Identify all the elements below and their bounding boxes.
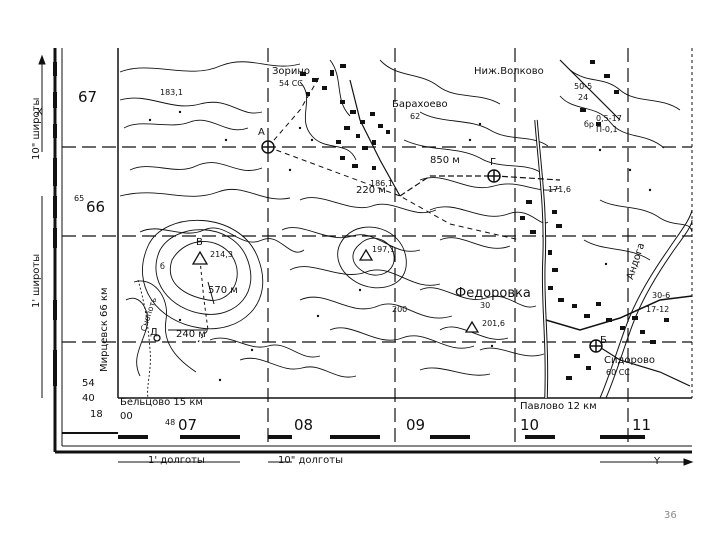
settlement-fedorovka-note: 30 — [480, 301, 491, 310]
ford-label-3: 0,5-17 — [596, 114, 622, 123]
point-v-label: В — [196, 237, 203, 248]
distance-arrows — [168, 281, 215, 331]
ford-label-7: 17-12 — [646, 305, 670, 314]
grid-col-09: 09 — [406, 416, 426, 434]
grid-col-11: 11 — [632, 416, 652, 434]
point-a-label: А — [258, 127, 265, 138]
grid-row-66: 66 — [86, 198, 106, 216]
grid-row-66-small: 65 — [74, 194, 85, 203]
elevation-183: 183,1 — [160, 88, 183, 97]
settlement-barakhovo: Барахоево — [392, 99, 448, 110]
margin-beltsovo: Бельцово 15 км — [120, 397, 203, 408]
margin-lat-1: 1' широты — [31, 253, 42, 308]
axis-x-label: X — [36, 107, 43, 118]
settlement-zorino-note: 54 СС — [279, 79, 303, 88]
grid-row-67: 67 — [78, 88, 98, 106]
margin-lon-10: 10" долготы — [278, 455, 344, 466]
grid-col-00: 00 — [120, 411, 133, 422]
left-minute-scale — [53, 62, 57, 386]
settlement-zorino: Зорино — [272, 66, 311, 77]
settlement-fedorovka: Федоровка — [455, 286, 531, 301]
stream-snopot — [137, 279, 151, 399]
page-number: 36 — [664, 510, 677, 521]
distance-240: 240 м — [176, 329, 206, 340]
contour-lines — [119, 59, 693, 378]
roads — [197, 59, 693, 399]
orientation-points — [261, 140, 603, 353]
vegetation-marks — [148, 110, 652, 382]
river-andoga — [599, 209, 693, 399]
grid-col-10: 10 — [520, 416, 540, 434]
bottom-minute-scale — [62, 432, 645, 439]
elevation-201: 201,6 — [482, 319, 505, 328]
distance-220: 220 м — [356, 185, 386, 196]
point-d-label: Д — [150, 327, 158, 338]
elevation-197: 197,1 — [372, 245, 395, 254]
margin-pavlovo: Павлово 12 км — [520, 401, 597, 412]
ford-label-5: бр — [584, 120, 595, 129]
ford-label-2: 24 — [578, 93, 589, 102]
point-g-label: Г — [490, 157, 497, 168]
settlement-sidorovo: Сидорово — [604, 355, 655, 366]
settlement-barakhovo-note: 62 — [410, 112, 421, 121]
distance-850: 850 м — [430, 155, 460, 166]
km-grid — [62, 48, 692, 446]
grid-row-54: 54 — [82, 378, 95, 389]
grid-row-18: 18 — [90, 409, 103, 420]
axis-y-label: Y — [654, 456, 661, 467]
elevation-186: 186,1 — [370, 179, 393, 188]
margin-lon-1: 1' долготы — [148, 455, 205, 466]
grid-col-07-small: 48 — [165, 418, 176, 427]
elevation-214: 214,3 — [210, 250, 233, 259]
ford-label-4: П-0,1 — [596, 125, 618, 134]
grid-col-08: 08 — [294, 416, 314, 434]
distance-570: 570 м — [208, 285, 238, 296]
settlement-blocks — [300, 60, 669, 380]
ford-label-6: 30-6 — [652, 291, 671, 300]
axis-arrows — [38, 54, 694, 466]
margin-mirtsevsk: Мирцевск 66 км — [99, 287, 110, 372]
point-b-label: Б — [600, 335, 607, 346]
ford-label-1: 50-5 — [574, 82, 593, 91]
grid-row-40: 40 — [82, 393, 95, 404]
elevation-171: 171,6 — [548, 185, 571, 194]
settlement-nizh-volkovo: Ниж.Волково — [474, 66, 544, 77]
grid-col-07: 07 — [178, 416, 198, 434]
settlement-sidorovo-note: 60 СС — [606, 368, 630, 377]
triangulation-points — [153, 248, 480, 342]
elevation-200: 200 — [392, 305, 408, 314]
point-b-lower-label: б — [160, 262, 165, 271]
